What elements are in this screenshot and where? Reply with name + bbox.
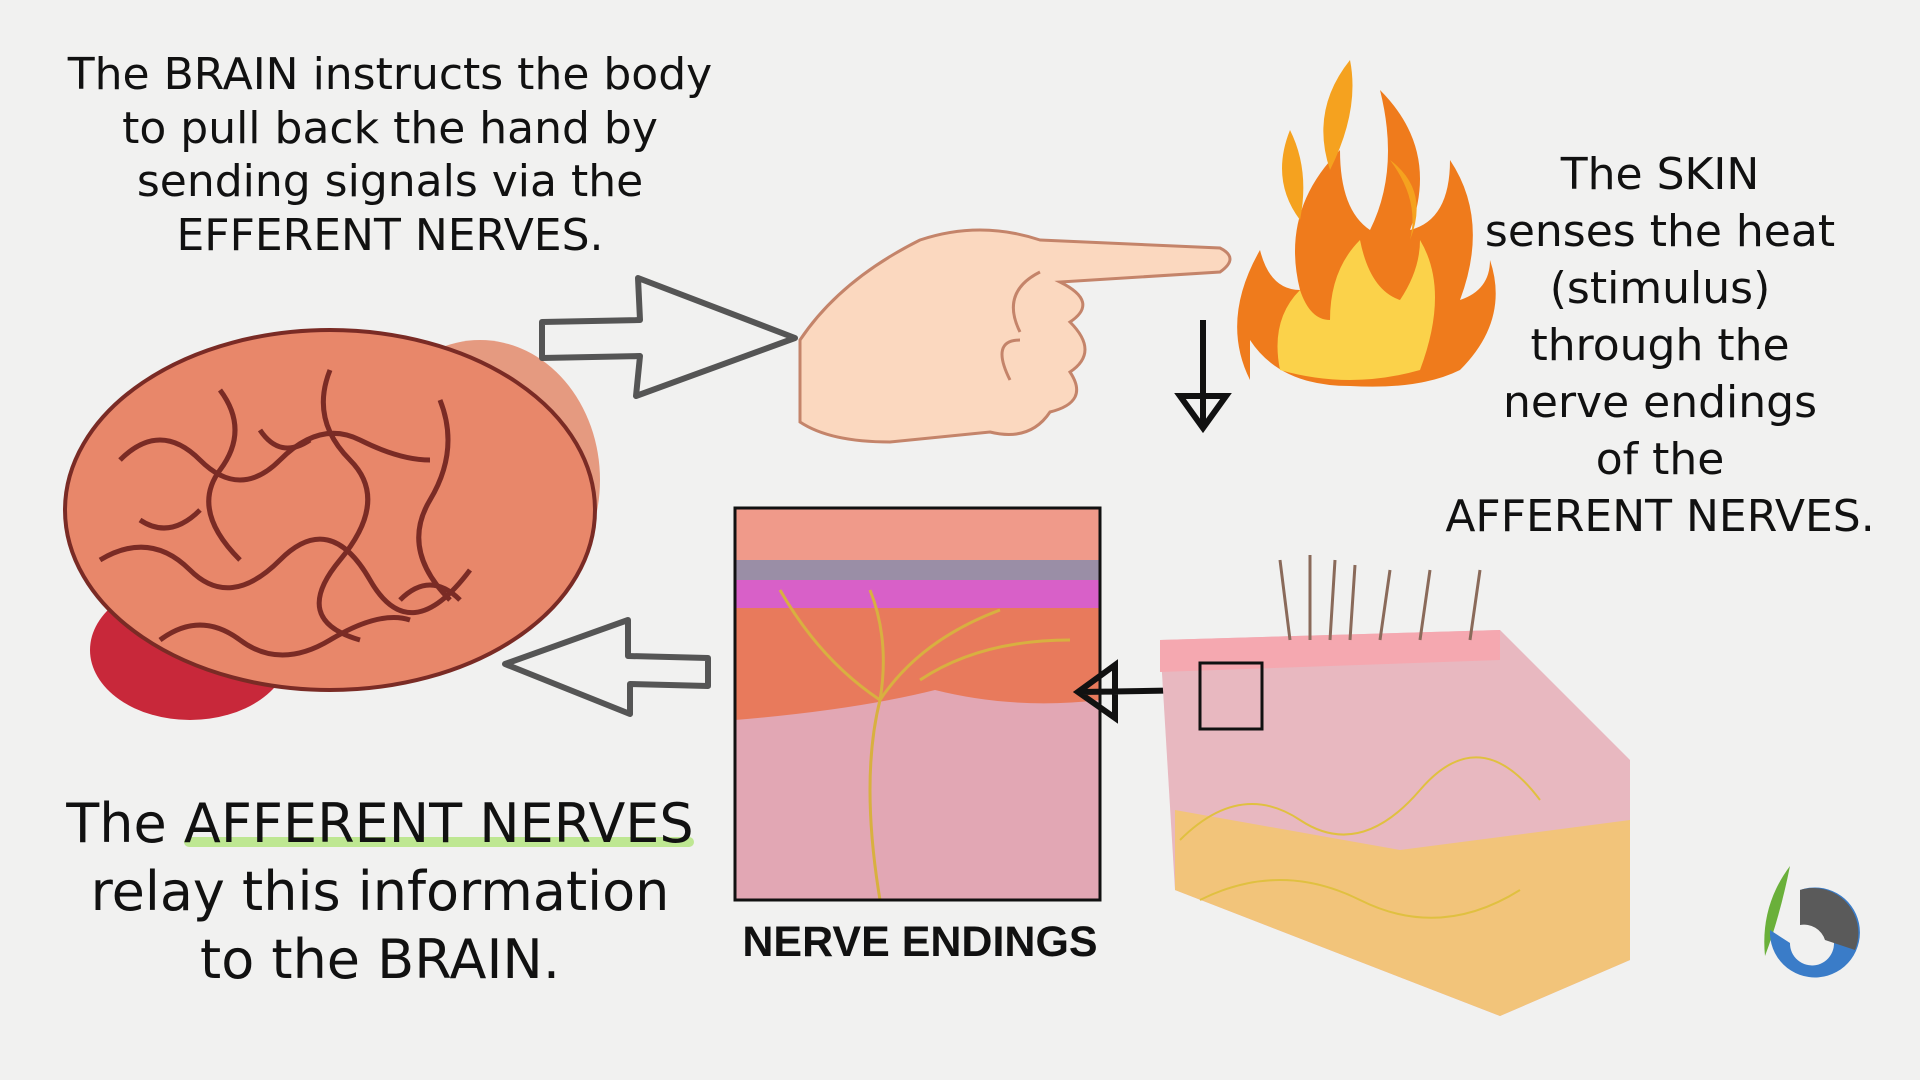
text-line: to the BRAIN. — [200, 928, 560, 991]
logo-icon — [1764, 866, 1860, 978]
skin-senses-text: The SKIN senses the heat (stimulus) thro… — [1440, 146, 1880, 545]
text-line: (stimulus) — [1549, 263, 1771, 314]
arrow-down-icon — [1174, 320, 1232, 434]
brain-instruction-text: The BRAIN instructs the body to pull bac… — [40, 48, 740, 263]
text-line: AFFERENT NERVES. — [1445, 491, 1875, 542]
text-line: of the — [1595, 434, 1725, 485]
arrow-left-icon — [502, 617, 711, 717]
hand-illustration — [798, 228, 1232, 444]
highlighted-term: AFFERENT NERVES — [183, 792, 694, 855]
text-line: nerve endings — [1503, 377, 1817, 428]
text-line: to pull back the hand by — [122, 102, 658, 154]
flame-illustration — [1237, 60, 1496, 387]
nerve-endings-image — [733, 506, 1102, 902]
text-line: The BRAIN instructs the body — [67, 49, 713, 100]
text-line: EFFERENT NERVES. — [176, 210, 604, 262]
text-line: sending signals via the — [136, 156, 644, 208]
skin-cross-section-illustration — [1160, 555, 1630, 1016]
text-line: senses the heat — [1484, 206, 1836, 257]
brain-illustration — [63, 328, 600, 720]
text-fragment: The — [66, 792, 184, 855]
arrow-right-icon — [539, 275, 798, 399]
text-line: relay this information — [90, 860, 670, 923]
text-line: The SKIN — [1560, 149, 1760, 200]
text-line: through the — [1530, 320, 1790, 371]
nerve-endings-label: NERVE ENDINGS — [742, 918, 1098, 966]
afferent-relay-text: The AFFERENT NERVES relay this informati… — [60, 790, 700, 994]
